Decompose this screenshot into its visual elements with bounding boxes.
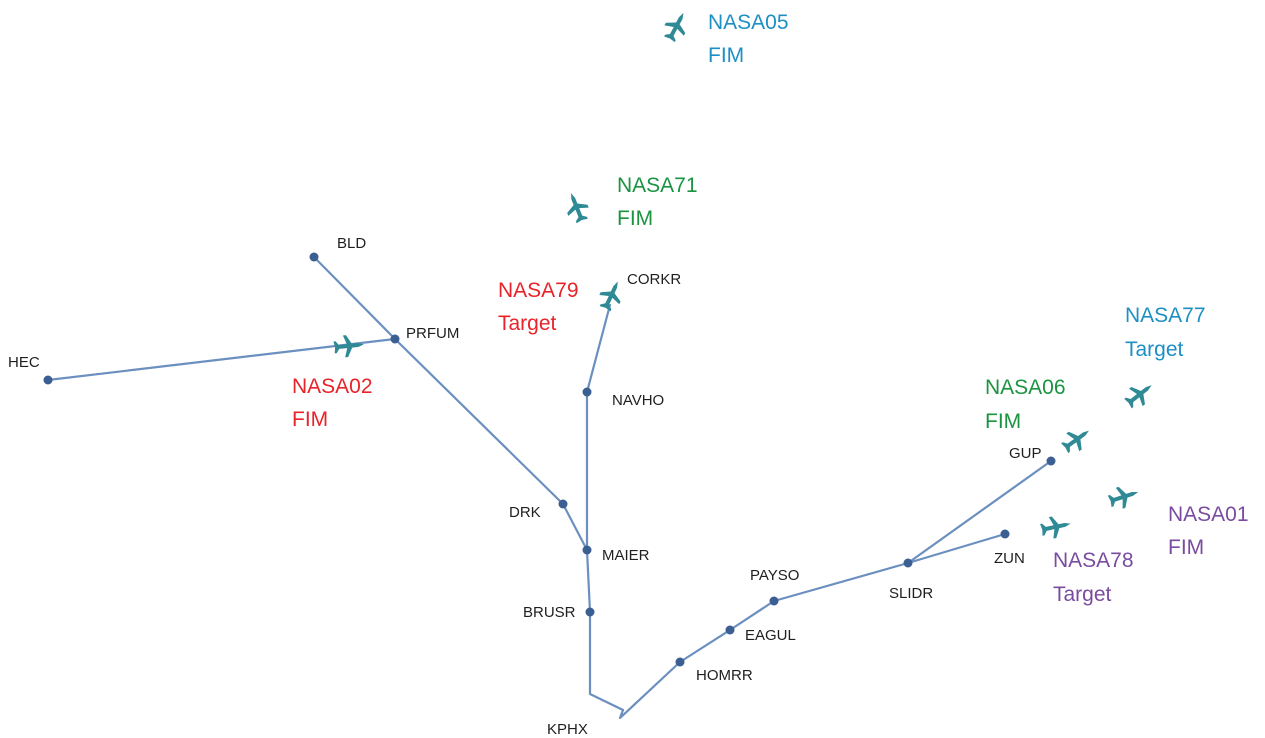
waypoint-label-zun: ZUN xyxy=(994,550,1025,567)
waypoint-label-maier: MAIER xyxy=(602,547,650,564)
waypoint-dot-zun xyxy=(1000,529,1010,539)
waypoint-dot-gup xyxy=(1046,456,1056,466)
airplane-icon[interactable] xyxy=(1058,421,1096,458)
airplane-icon[interactable] xyxy=(1106,481,1142,512)
aircraft-callsign-nasa05: NASA05 xyxy=(708,11,789,34)
aircraft-role-nasa71: FIM xyxy=(617,207,653,230)
route-slidr-gup xyxy=(906,459,1053,565)
waypoint-label-eagul: EAGUL xyxy=(745,627,796,644)
waypoint-dot-slidr xyxy=(903,558,913,568)
airplane-icon[interactable] xyxy=(595,276,628,314)
waypoint-label-kphx: KPHX xyxy=(547,721,588,738)
waypoint-markers xyxy=(43,252,1056,667)
aircraft-role-nasa01: FIM xyxy=(1168,536,1204,559)
airplane-icon[interactable] xyxy=(560,189,593,226)
waypoint-label-hec: HEC xyxy=(8,354,40,371)
aircraft-role-nasa06: FIM xyxy=(985,410,1021,433)
aircraft-callsign-nasa77: NASA77 xyxy=(1125,304,1206,327)
route-kphx-slidr xyxy=(618,561,910,720)
waypoint-label-brusr: BRUSR xyxy=(523,604,576,621)
aircraft-callsign-nasa79: NASA79 xyxy=(498,279,579,302)
waypoint-dot-brusr xyxy=(585,607,595,617)
waypoint-label-prfum: PRFUM xyxy=(406,325,459,342)
airplane-icon[interactable] xyxy=(1121,376,1159,413)
aircraft-callsign-nasa01: NASA01 xyxy=(1168,503,1249,526)
aircraft-callsign-nasa06: NASA06 xyxy=(985,376,1066,399)
aircraft-role-nasa05: FIM xyxy=(708,44,744,67)
airplane-icon[interactable] xyxy=(1039,512,1073,541)
aircraft-role-nasa79: Target xyxy=(498,312,557,335)
aircraft-role-nasa02: FIM xyxy=(292,408,328,431)
waypoint-label-corkr: CORKR xyxy=(627,271,681,288)
waypoint-label-gup: GUP xyxy=(1009,445,1042,462)
waypoint-label-slidr: SLIDR xyxy=(889,585,933,602)
airplane-icon[interactable] xyxy=(659,7,694,45)
waypoint-dot-payso xyxy=(769,596,779,606)
aircraft-labels: NASA05 FIM NASA71 FIM NASA79 Target NASA… xyxy=(292,11,1249,606)
waypoint-label-drk: DRK xyxy=(509,504,541,521)
airplane-icon[interactable] xyxy=(332,333,366,359)
route-bld-drk-maier xyxy=(312,255,589,552)
route-slidr-zun xyxy=(906,532,1007,565)
waypoint-dot-hec xyxy=(43,375,53,385)
waypoint-dot-prfum xyxy=(390,334,400,344)
waypoint-dot-drk xyxy=(558,499,568,509)
aircraft-role-nasa78: Target xyxy=(1053,583,1112,606)
waypoint-dot-eagul xyxy=(725,625,735,635)
waypoint-dot-navho xyxy=(582,387,592,397)
aircraft-callsign-nasa78: NASA78 xyxy=(1053,549,1134,572)
waypoint-labels: BLD PRFUM HEC CORKR NAVHO DRK MAIER BRUS… xyxy=(8,235,1042,738)
aircraft-role-nasa77: Target xyxy=(1125,338,1184,361)
waypoint-dot-bld xyxy=(309,252,319,262)
waypoint-label-navho: NAVHO xyxy=(612,392,664,409)
waypoint-label-bld: BLD xyxy=(337,235,366,252)
waypoint-label-homrr: HOMRR xyxy=(696,667,753,684)
waypoint-dot-homrr xyxy=(675,657,685,667)
waypoint-dot-maier xyxy=(582,545,592,555)
waypoint-label-payso: PAYSO xyxy=(750,567,799,584)
aircraft-callsign-nasa71: NASA71 xyxy=(617,174,698,197)
route-corkr-kphx xyxy=(585,303,625,712)
aircraft-callsign-nasa02: NASA02 xyxy=(292,375,373,398)
